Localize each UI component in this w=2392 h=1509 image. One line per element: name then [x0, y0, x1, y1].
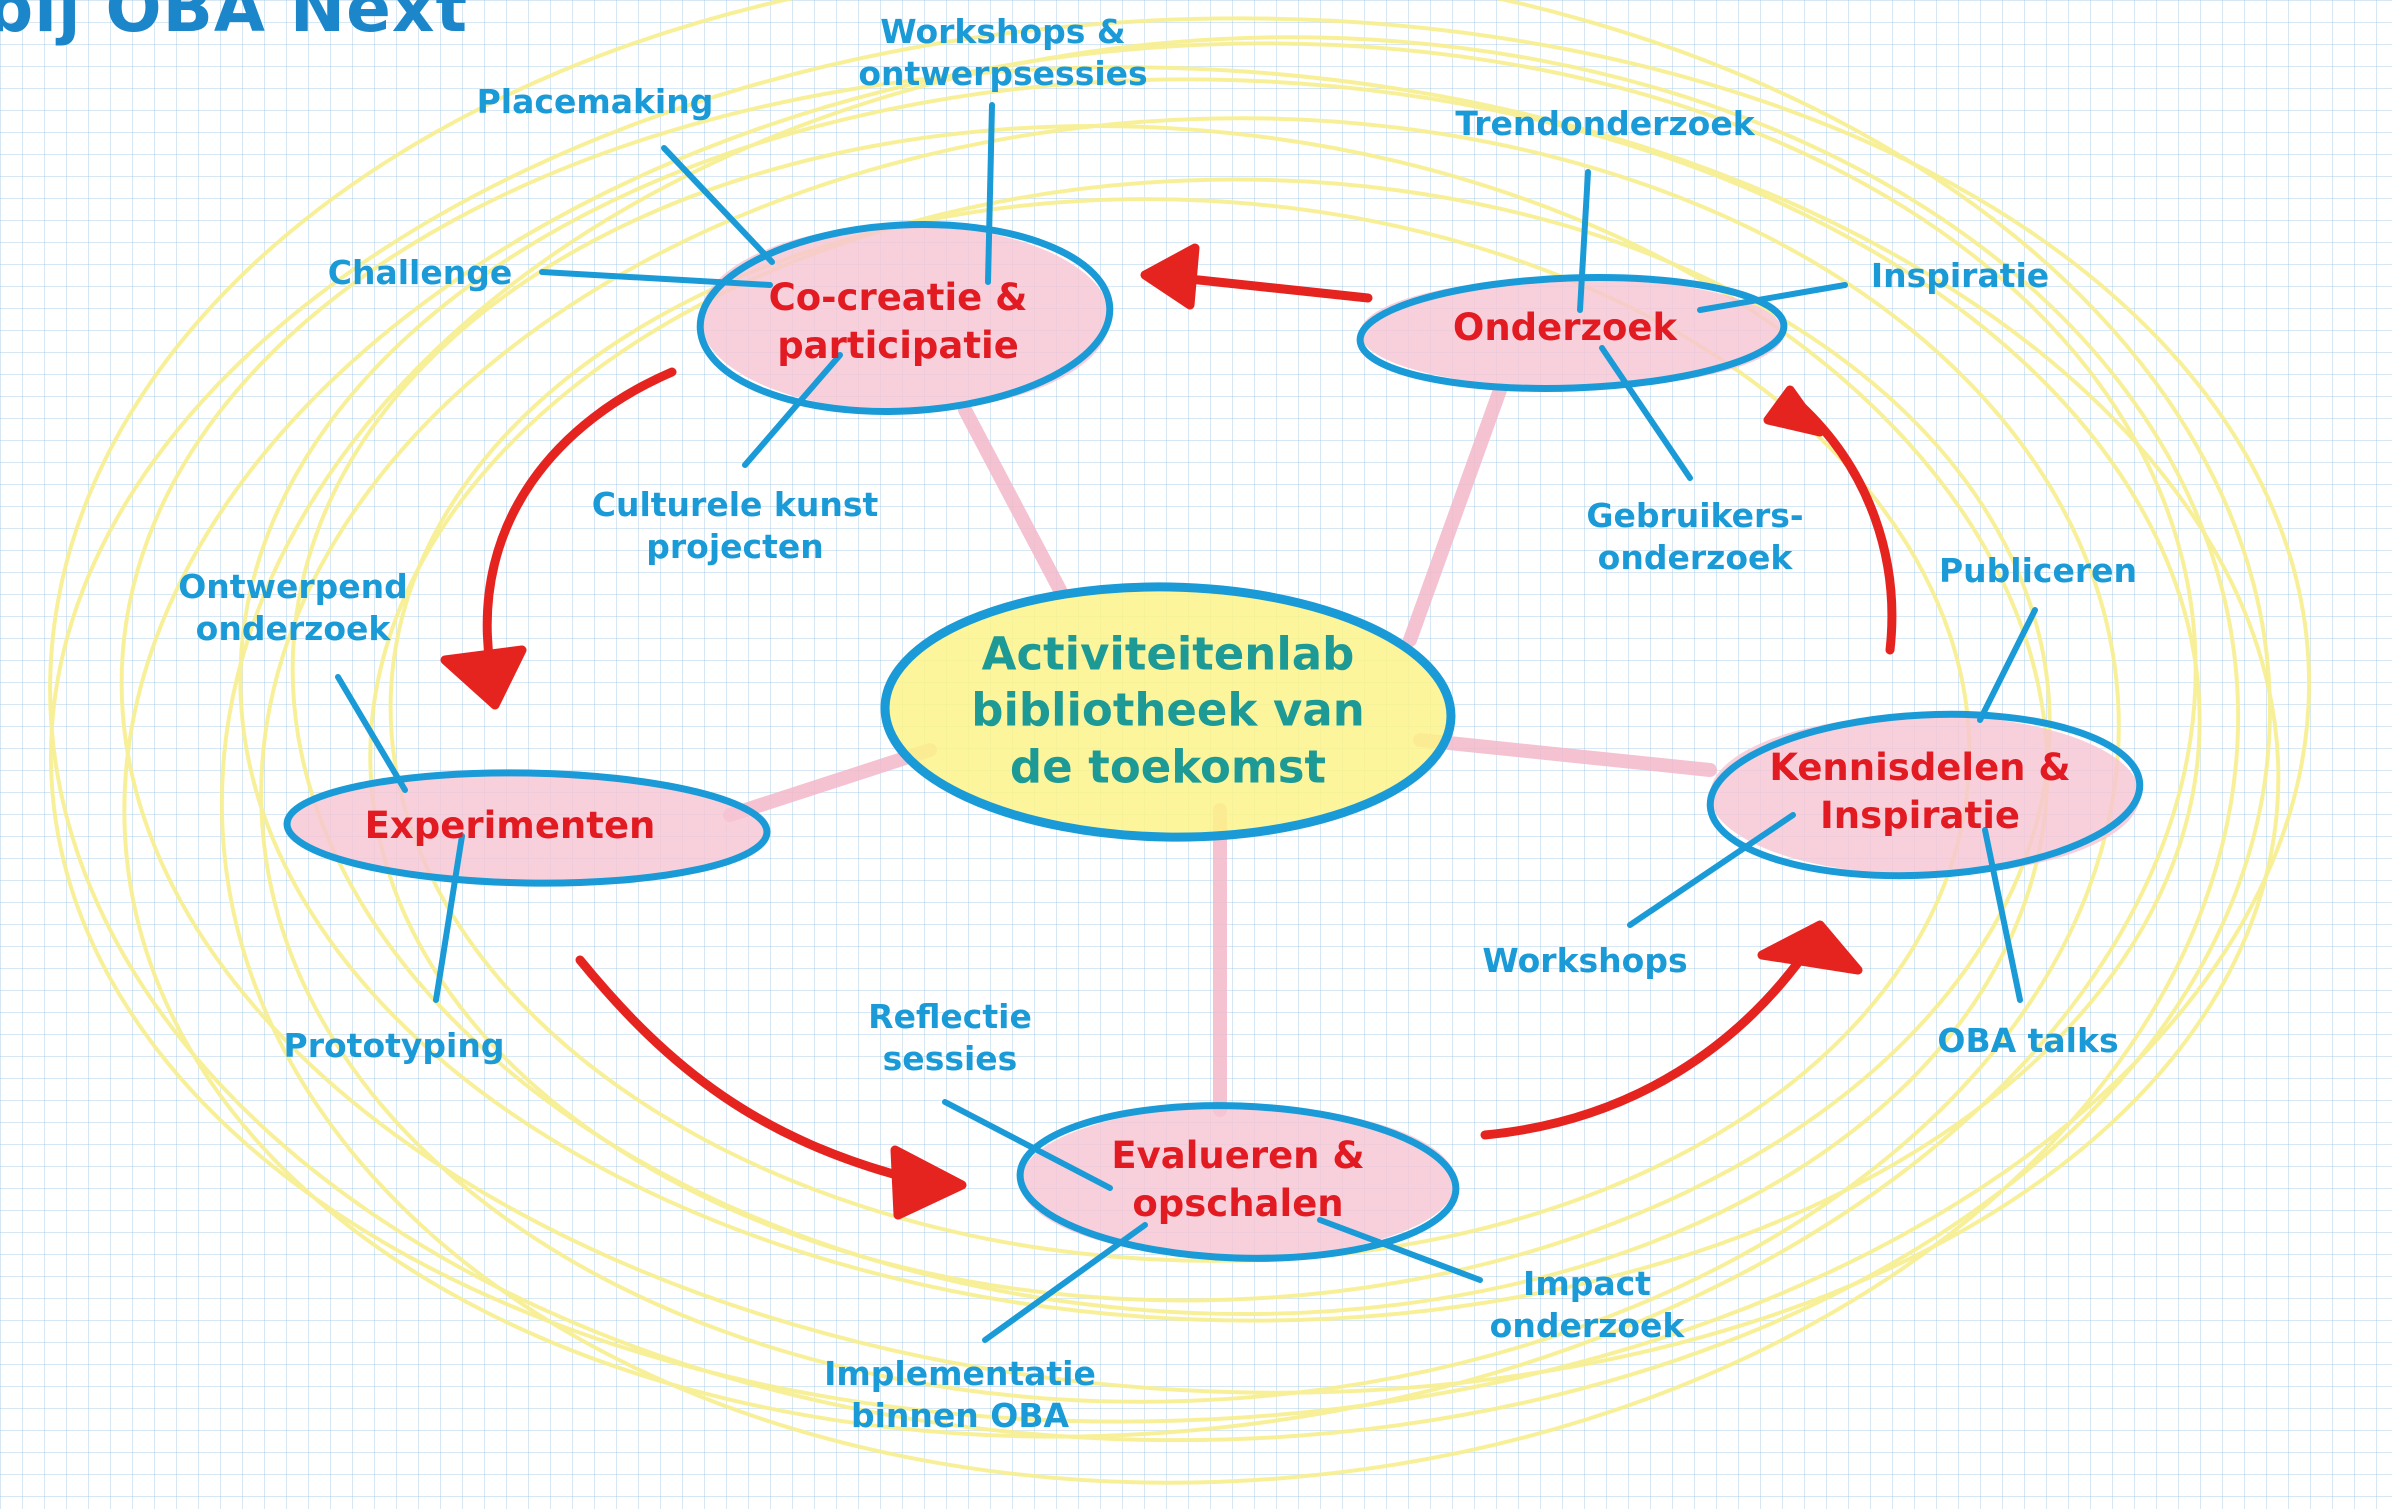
label-challenge: Challenge	[327, 252, 513, 292]
label-culturele-kunst-projecten: Culturele kunst projecten	[591, 484, 879, 566]
page-title: bij OBA Next	[0, 0, 469, 47]
arrow-cocreatie-to-experimenten	[440, 367, 677, 710]
label-prototyping: Prototyping	[283, 1025, 505, 1065]
arrow-onderzoek-to-cocreatie	[1140, 243, 1373, 310]
node-evalueren-shape	[1016, 1102, 1460, 1262]
center-spokes	[723, 383, 1717, 1117]
label-inspiratie: Inspiratie	[1870, 255, 2050, 295]
node-cocreatie-shape	[696, 221, 1114, 415]
yellow-scribble-background	[48, 0, 2312, 1485]
node-kennisdelen-shape	[1706, 710, 2144, 880]
label-connectors	[335, 102, 2038, 1343]
arrow-evalueren-to-kennisdelen	[1480, 920, 1863, 1140]
center-label: Activiteitenlab bibliotheek van de toeko…	[971, 627, 1365, 794]
label-workshops-ontwerpsessies: Workshops & ontwerpsessies	[858, 11, 1148, 93]
label-reflectie-sessies: Reflectie sessies	[868, 996, 1032, 1078]
arrow-kennisdelen-to-onderzoek	[1763, 385, 1897, 655]
cycle-arrows	[440, 243, 1897, 1220]
arrow-experimenten-to-evalueren	[575, 955, 967, 1220]
node-cocreatie-label: Co-creatie & participatie	[768, 275, 1028, 367]
node-kennisdelen-label: Kennisdelen & Inspiratie	[1769, 745, 2071, 837]
label-ontwerpend-onderzoek: Ontwerpend onderzoek	[178, 566, 408, 648]
label-oba-talks: OBA talks	[1937, 1020, 2119, 1060]
label-workshops: Workshops	[1482, 940, 1688, 980]
label-publiceren: Publiceren	[1938, 550, 2138, 590]
label-trendonderzoek: Trendonderzoek	[1455, 103, 1755, 143]
label-placemaking: Placemaking	[476, 81, 714, 121]
node-evalueren-label: Evalueren & opschalen	[1111, 1133, 1365, 1225]
node-onderzoek-label: Onderzoek	[1452, 305, 1678, 349]
label-impact-onderzoek: Impact onderzoek	[1489, 1263, 1685, 1345]
node-experimenten-label: Experimenten	[364, 803, 656, 847]
label-implementatie-binnen-oba: Implementatie binnen OBA	[824, 1353, 1096, 1435]
label-gebruikersonderzoek: Gebruikers- onderzoek	[1586, 495, 1804, 577]
node-experimenten-shape	[283, 769, 771, 887]
center-node	[880, 582, 1456, 842]
node-onderzoek-shape	[1356, 274, 1788, 392]
